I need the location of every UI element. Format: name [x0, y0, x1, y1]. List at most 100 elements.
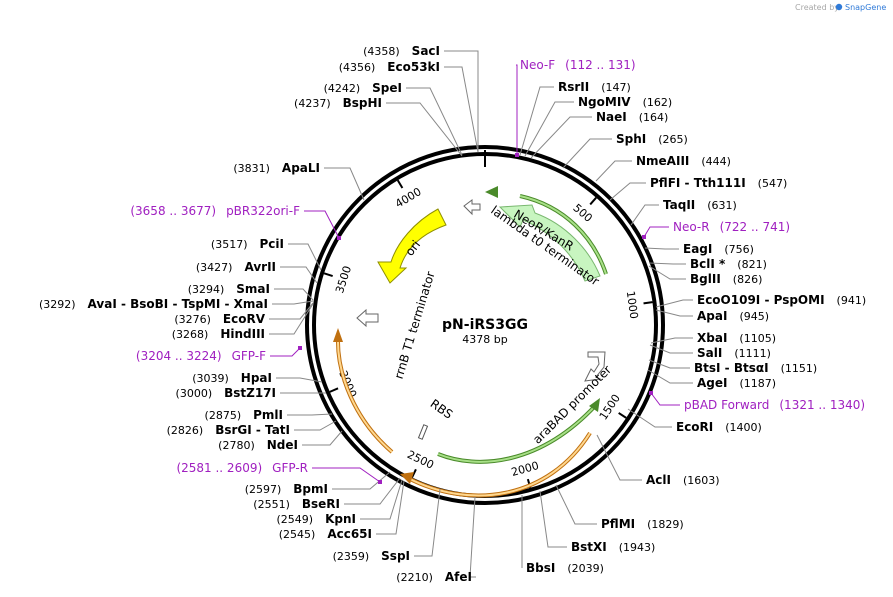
site-name: BbsI — [526, 561, 555, 575]
restriction-site-label[interactable]: PflFI - Tth111I(547) — [650, 176, 787, 190]
site-name: SphI — [616, 132, 646, 146]
tick-mark-4000 — [396, 179, 404, 189]
tick-label-2000: 2000 — [510, 459, 540, 479]
restriction-site-label[interactable]: BclI *(821) — [690, 257, 767, 271]
tick-mark-3000 — [329, 387, 339, 393]
site-position: (2597) — [245, 483, 282, 496]
rrnb-t1-terminator-label: rrnB T1 terminator — [392, 270, 438, 381]
restriction-site-label[interactable]: AgeI(1187) — [697, 376, 776, 390]
arabad-promoter-icon[interactable] — [584, 351, 606, 382]
primer-leader-line — [650, 392, 680, 406]
primer-binding-mark — [649, 391, 653, 395]
restriction-site-label[interactable]: (3831)ApaLI — [233, 161, 320, 175]
rbs-feature[interactable] — [417, 424, 429, 440]
site-position: (4358) — [363, 45, 400, 58]
neor-outer-arrowhead — [485, 186, 498, 198]
primer-label[interactable]: Neo-F(112 .. 131) — [520, 58, 636, 72]
primer-label[interactable]: (2581 .. 2609)GFP-R — [176, 461, 308, 475]
site-position: (4242) — [324, 82, 361, 95]
site-leader-line — [414, 488, 441, 557]
ori-feature[interactable] — [377, 208, 447, 284]
site-leader-line — [539, 490, 567, 548]
restriction-site-label[interactable]: (2826)BsrGI - TatI — [167, 423, 290, 437]
restriction-site-label[interactable]: EagI(756) — [683, 242, 754, 256]
primer-label[interactable]: (3204 .. 3224)GFP-F — [136, 349, 266, 363]
bottom-green-arrowhead — [589, 398, 600, 412]
site-name: NgoMIV — [578, 95, 631, 109]
restriction-site-label[interactable]: RsrII(147) — [558, 80, 631, 94]
site-name: TaqII — [663, 198, 695, 212]
restriction-site-label[interactable]: BstXI(1943) — [571, 540, 655, 554]
restriction-site-label[interactable]: (3276)EcoRV — [174, 312, 265, 326]
restriction-site-label[interactable]: BbsI(2039) — [526, 561, 604, 575]
restriction-site-label[interactable]: (4358)SacI — [363, 44, 440, 58]
restriction-site-label[interactable]: (3292)AvaI - BsoBI - TspMI - XmaI — [39, 297, 268, 311]
restriction-site-label[interactable]: EcoO109I - PspOMI(941) — [697, 293, 866, 307]
site-name: EcoO109I - PspOMI — [697, 293, 825, 307]
primer-leader-line — [516, 64, 518, 155]
plasmid-length: 4378 bp — [462, 333, 507, 346]
site-name: NaeI — [596, 110, 627, 124]
watermark-text: Created by — [795, 3, 839, 12]
site-leader-line — [519, 86, 554, 156]
site-position: (3276) — [174, 313, 211, 326]
restriction-site-label[interactable]: (2780)NdeI — [218, 438, 298, 452]
restriction-site-label[interactable]: (2359)SspI — [333, 549, 410, 563]
restriction-site-label[interactable]: SphI(265) — [616, 132, 688, 146]
neor-kanr-feature[interactable] — [498, 204, 601, 282]
site-leader-line — [644, 247, 679, 250]
restriction-site-label[interactable]: TaqII(631) — [663, 198, 737, 212]
restriction-site-label[interactable]: (2210)AfeI — [396, 570, 472, 584]
restriction-site-label[interactable]: (2875)PmlI — [205, 408, 283, 422]
restriction-site-label[interactable]: ApaI(945) — [697, 309, 769, 323]
site-name: BstXI — [571, 540, 607, 554]
restriction-site-label[interactable]: (2545)Acc65I — [279, 527, 372, 541]
site-leader-line — [595, 160, 632, 182]
restriction-site-label[interactable]: BtsI - BtsαI(1151) — [694, 361, 817, 375]
site-leader-line — [360, 479, 403, 520]
restriction-site-label[interactable]: (4356)Eco53kI — [339, 60, 440, 74]
site-position: (3294) — [188, 283, 225, 296]
primer-binding-mark — [298, 346, 302, 350]
bottom-green-arc-fill — [437, 404, 597, 463]
primer-label[interactable]: pBAD Forward(1321 .. 1340) — [684, 398, 865, 412]
arabad-promoter-label: araBAD promoter — [530, 363, 614, 447]
restriction-site-label[interactable]: (4237)BspHI — [294, 96, 382, 110]
site-name: BglII — [690, 272, 721, 286]
restriction-site-label[interactable]: (2597)BpmI — [245, 482, 328, 496]
site-position: (3292) — [39, 298, 76, 311]
restriction-site-label[interactable]: (3039)HpaI — [192, 371, 272, 385]
site-leader-line — [386, 102, 463, 157]
site-leader-line — [332, 471, 391, 490]
primer-label[interactable]: (3658 .. 3677)pBR322ori-F — [130, 204, 300, 218]
site-leader-line — [269, 303, 314, 335]
site-leader-line — [280, 266, 318, 284]
restriction-site-label[interactable]: (3000)BstZ17I — [176, 386, 276, 400]
restriction-site-label[interactable]: NgoMIV(162) — [578, 95, 672, 109]
site-name: BclI * — [690, 257, 726, 271]
site-leader-line — [269, 302, 314, 320]
restriction-site-label[interactable]: (3427)AvrII — [196, 260, 276, 274]
restriction-site-label[interactable]: NmeAIII(444) — [636, 154, 731, 168]
site-name: RsrII — [558, 80, 589, 94]
restriction-site-label[interactable]: (2551)BseRI — [253, 497, 340, 511]
restriction-site-label[interactable]: (3517)PciI — [211, 237, 284, 251]
lambda-t0-terminator-icon[interactable] — [463, 199, 481, 216]
restriction-site-label[interactable]: (2549)KpnI — [277, 512, 356, 526]
site-name: NmeAIII — [636, 154, 689, 168]
restriction-site-label[interactable]: (3268)HindIII — [172, 327, 265, 341]
primer-label[interactable]: Neo-R(722 .. 741) — [673, 220, 790, 234]
restriction-site-label[interactable]: (3294)SmaI — [188, 282, 270, 296]
restriction-site-label[interactable]: PflMI(1829) — [601, 517, 684, 531]
restriction-site-label[interactable]: BglII(826) — [690, 272, 762, 286]
restriction-site-label[interactable]: AclI(1603) — [646, 473, 720, 487]
rrnb-t1-terminator-icon[interactable] — [356, 308, 379, 328]
restriction-site-label[interactable]: XbaI(1105) — [697, 331, 776, 345]
site-leader-line — [655, 309, 693, 317]
restriction-site-label[interactable]: EcoRI(1400) — [676, 420, 762, 434]
restriction-site-label[interactable]: NaeI(164) — [596, 110, 668, 124]
site-position: (2826) — [167, 424, 204, 437]
site-leader-line — [294, 420, 337, 431]
restriction-site-label[interactable]: SalI(1111) — [697, 346, 771, 360]
restriction-site-label[interactable]: (4242)SpeI — [324, 81, 402, 95]
